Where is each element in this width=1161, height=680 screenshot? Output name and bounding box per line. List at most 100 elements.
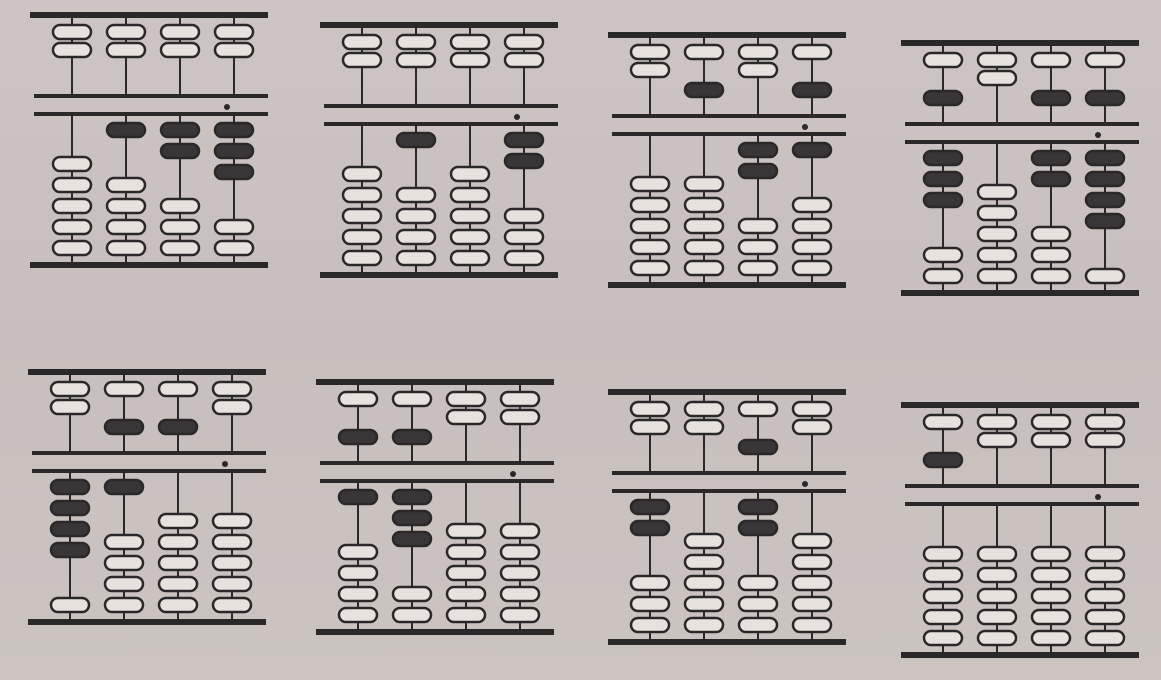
heaven-bead-active — [924, 91, 962, 105]
earth-bead-active — [631, 521, 669, 535]
earth-bead — [501, 545, 539, 559]
heaven-bead — [793, 420, 831, 434]
earth-bead — [343, 188, 381, 202]
heaven-bead-active — [685, 83, 723, 97]
earth-bead — [447, 545, 485, 559]
heaven-bead-active — [393, 430, 431, 444]
earth-bead — [501, 566, 539, 580]
heaven-bead — [631, 420, 669, 434]
abacus-svg — [893, 398, 1143, 668]
earth-bead-active — [1032, 151, 1070, 165]
earth-bead — [397, 230, 435, 244]
earth-bead — [978, 631, 1016, 645]
earth-bead — [685, 597, 723, 611]
earth-bead — [213, 514, 251, 528]
earth-bead — [739, 261, 777, 275]
earth-bead — [978, 269, 1016, 283]
abacus-5 — [20, 365, 270, 635]
earth-bead — [159, 598, 197, 612]
upper-beam — [905, 484, 1139, 488]
lower-beam — [905, 502, 1139, 506]
earth-bead — [1086, 269, 1124, 283]
earth-bead — [105, 598, 143, 612]
abacus-7 — [600, 385, 850, 655]
earth-bead-active — [397, 133, 435, 147]
earth-bead — [213, 598, 251, 612]
heaven-bead — [739, 402, 777, 416]
top-rail — [28, 369, 266, 375]
earth-bead — [793, 534, 831, 548]
bottom-rail — [608, 282, 846, 288]
heaven-bead — [107, 25, 145, 39]
abacus-svg — [893, 36, 1143, 306]
earth-bead-active — [215, 144, 253, 158]
earth-bead — [793, 198, 831, 212]
earth-bead — [924, 589, 962, 603]
earth-bead — [924, 568, 962, 582]
heaven-bead-active — [793, 83, 831, 97]
earth-bead-active — [924, 172, 962, 186]
earth-bead — [631, 177, 669, 191]
heaven-bead — [978, 71, 1016, 85]
heaven-bead-active — [339, 430, 377, 444]
earth-bead — [213, 535, 251, 549]
upper-beam — [612, 114, 846, 118]
heaven-bead — [161, 25, 199, 39]
earth-bead — [339, 566, 377, 580]
top-rail — [901, 402, 1139, 408]
earth-bead — [107, 241, 145, 255]
unit-marker-dot — [802, 481, 808, 487]
unit-marker-dot — [224, 104, 230, 110]
earth-bead — [631, 618, 669, 632]
lower-beam — [612, 489, 846, 493]
heaven-bead — [501, 392, 539, 406]
unit-marker-dot — [1095, 132, 1101, 138]
earth-bead — [339, 608, 377, 622]
earth-bead-active — [739, 164, 777, 178]
top-rail — [608, 389, 846, 395]
heaven-bead — [343, 53, 381, 67]
heaven-bead — [1032, 433, 1070, 447]
heaven-bead — [1032, 53, 1070, 67]
abacus-2 — [312, 18, 562, 288]
earth-bead-active — [51, 501, 89, 515]
earth-bead — [159, 535, 197, 549]
earth-bead — [107, 220, 145, 234]
earth-bead — [159, 556, 197, 570]
earth-bead — [1086, 568, 1124, 582]
top-rail — [30, 12, 268, 18]
earth-bead — [631, 198, 669, 212]
earth-bead — [339, 587, 377, 601]
heaven-bead — [215, 25, 253, 39]
heaven-bead — [685, 420, 723, 434]
earth-bead — [505, 209, 543, 223]
bottom-rail — [901, 652, 1139, 658]
abacus-svg — [22, 8, 272, 278]
heaven-bead — [51, 382, 89, 396]
earth-bead — [397, 188, 435, 202]
abacus-3 — [600, 28, 850, 298]
earth-bead — [1032, 568, 1070, 582]
lower-beam — [320, 479, 554, 483]
earth-bead — [343, 209, 381, 223]
earth-bead — [53, 199, 91, 213]
heaven-bead-active — [924, 453, 962, 467]
lower-beam — [32, 469, 266, 473]
earth-bead — [793, 576, 831, 590]
earth-bead-active — [393, 511, 431, 525]
earth-bead — [924, 547, 962, 561]
earth-bead — [451, 188, 489, 202]
earth-bead — [1032, 589, 1070, 603]
earth-bead — [685, 576, 723, 590]
earth-bead — [51, 598, 89, 612]
earth-bead — [451, 209, 489, 223]
earth-bead — [53, 241, 91, 255]
heaven-bead — [451, 35, 489, 49]
lower-beam — [905, 140, 1139, 144]
earth-bead — [505, 230, 543, 244]
earth-bead — [1032, 547, 1070, 561]
earth-bead-active — [51, 522, 89, 536]
upper-beam — [34, 94, 268, 98]
lower-beam — [324, 122, 558, 126]
bottom-rail — [901, 290, 1139, 296]
